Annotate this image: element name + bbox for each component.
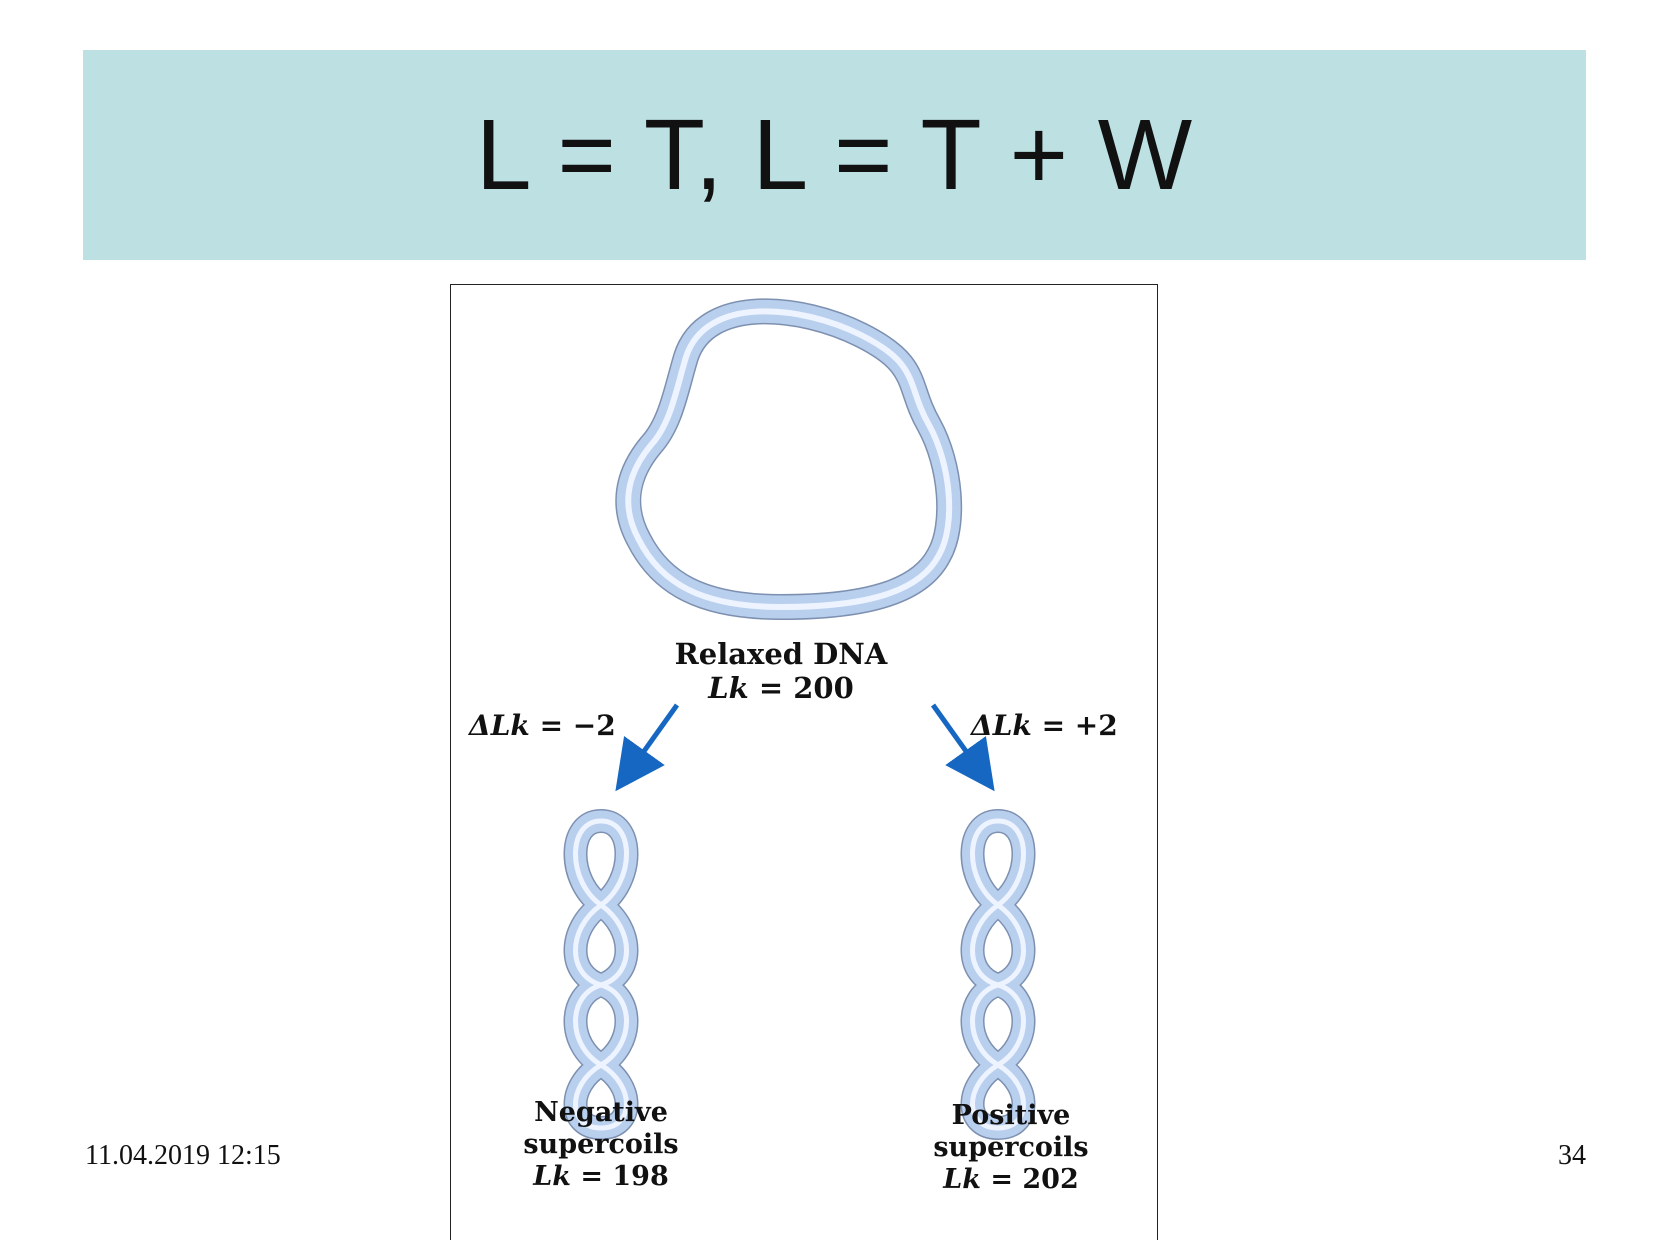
negative-lk-eq: = 198 <box>580 1161 669 1192</box>
positive-lk: Lk = 202 <box>891 1164 1131 1196</box>
relaxed-dna-label: Relaxed DNA <box>661 637 901 671</box>
arrow-right <box>930 703 995 792</box>
left-delta-symbol: ΔLk <box>469 709 530 742</box>
dna-supercoil-figure: Relaxed DNA Lk = 200 ΔLk = −2 ΔLk = +2 N… <box>450 284 1158 1240</box>
left-delta-eq: = −2 <box>539 709 616 742</box>
relaxed-dna-loop <box>615 298 963 620</box>
title-band: L = T, L = T + W <box>83 50 1586 260</box>
positive-lk-eq: = 202 <box>990 1164 1079 1195</box>
positive-lk-symbol: Lk <box>943 1164 981 1195</box>
positive-supercoil <box>960 809 1036 1140</box>
relaxed-lk-symbol: Lk <box>708 671 749 705</box>
relaxed-lk-eq: = 200 <box>758 671 854 705</box>
negative-line2: supercoils <box>523 1129 679 1160</box>
positive-label: Positive supercoils Lk = 202 <box>891 1100 1131 1196</box>
negative-supercoil <box>563 809 639 1140</box>
slide-date: 11.04.2019 12:15 <box>85 1140 281 1171</box>
negative-lk: Lk = 198 <box>481 1161 721 1193</box>
right-delta-label: ΔLk = +2 <box>971 709 1118 742</box>
negative-lk-symbol: Lk <box>533 1161 571 1192</box>
arrow-left <box>615 703 680 792</box>
slide-page-number: 34 <box>1558 1140 1586 1171</box>
relaxed-name: Relaxed DNA <box>674 637 888 671</box>
relaxed-lk-label: Lk = 200 <box>661 671 901 705</box>
negative-line1: Negative <box>534 1097 668 1128</box>
positive-line2: supercoils <box>933 1132 1089 1163</box>
slide-title: L = T, L = T + W <box>475 98 1194 211</box>
left-delta-label: ΔLk = −2 <box>469 709 616 742</box>
negative-label: Negative supercoils Lk = 198 <box>481 1097 721 1193</box>
right-delta-symbol: ΔLk <box>971 709 1032 742</box>
positive-line1: Positive <box>951 1100 1071 1131</box>
figure-graphics <box>563 298 1036 1140</box>
right-delta-eq: = +2 <box>1041 709 1118 742</box>
